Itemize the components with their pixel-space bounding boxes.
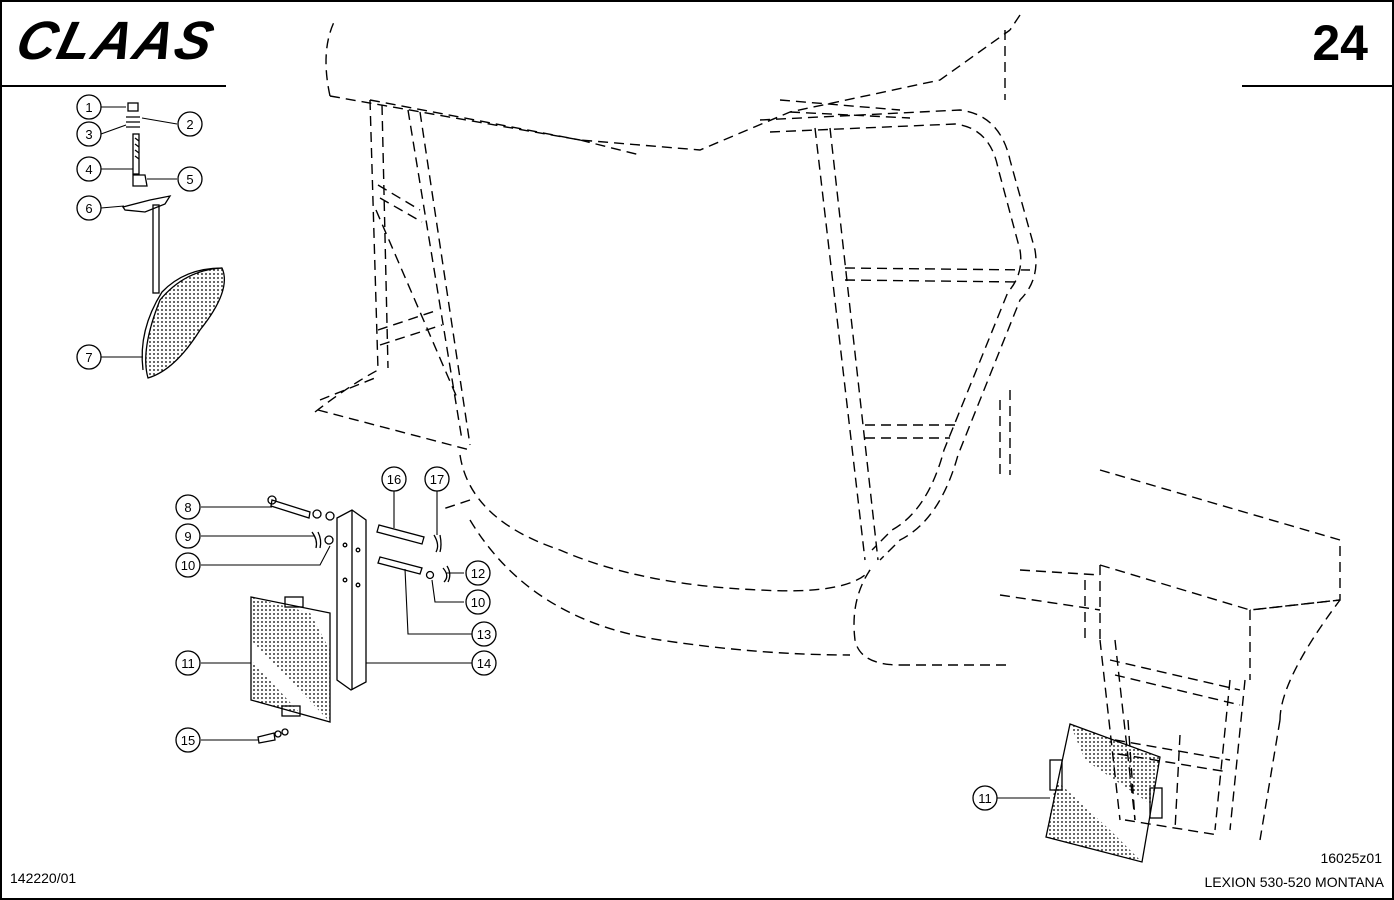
callout-11-right: 11 [978,791,992,806]
callout-15: 15 [181,733,195,748]
document-number: 142220/01 [10,870,77,886]
callout-bubbles [76,94,998,811]
brand-logo: CLAAS [10,11,222,71]
part-7-mirror [145,267,226,379]
part-15-screw [257,732,276,744]
figure-number: 16025z01 [1320,850,1382,866]
part-13-pin [377,556,423,575]
callout-5: 5 [186,172,193,187]
callout-10-left: 10 [181,558,195,573]
part-17-clip [433,534,442,553]
part-6-bracket [121,195,172,213]
part-8-nut [325,511,335,521]
part-16-pin [376,524,425,545]
part-10-washer [324,535,334,545]
callout-16: 16 [387,472,401,487]
part-4-bolt [132,133,140,175]
page-number: 24 [1312,15,1368,71]
model-name: LEXION 530-520 MONTANA [1204,874,1384,890]
mirror-arm [152,204,160,294]
callout-4: 4 [85,162,92,177]
part-2-3-washers [126,116,140,128]
callout-14: 14 [477,656,491,671]
callout-11-left: 11 [181,656,195,671]
callout-7: 7 [85,350,92,365]
part-1-nut [127,102,139,112]
callout-2: 2 [186,117,193,132]
callout-9: 9 [184,529,191,544]
installed-reflector [1045,723,1163,863]
callout-10-right: 10 [471,595,485,610]
reflector-hardware [250,495,451,744]
callout-12: 12 [471,566,485,581]
callout-13: 13 [477,627,491,642]
part-8-bolt [270,499,311,519]
callout-leaders [100,106,1050,799]
callout-6: 6 [85,201,92,216]
part-12-clip [442,565,451,583]
part-5-bushing [132,174,148,187]
callout-8: 8 [184,500,191,515]
mirror-assembly [121,102,226,379]
callout-1: 1 [85,100,92,115]
combine-outline [314,14,1341,841]
callout-17: 17 [430,472,444,487]
part-9-pin [311,531,322,549]
callout-3: 3 [85,127,92,142]
callout-numbers: 1 2 3 4 5 6 7 8 9 10 10 11 11 12 13 14 1… [85,100,991,806]
